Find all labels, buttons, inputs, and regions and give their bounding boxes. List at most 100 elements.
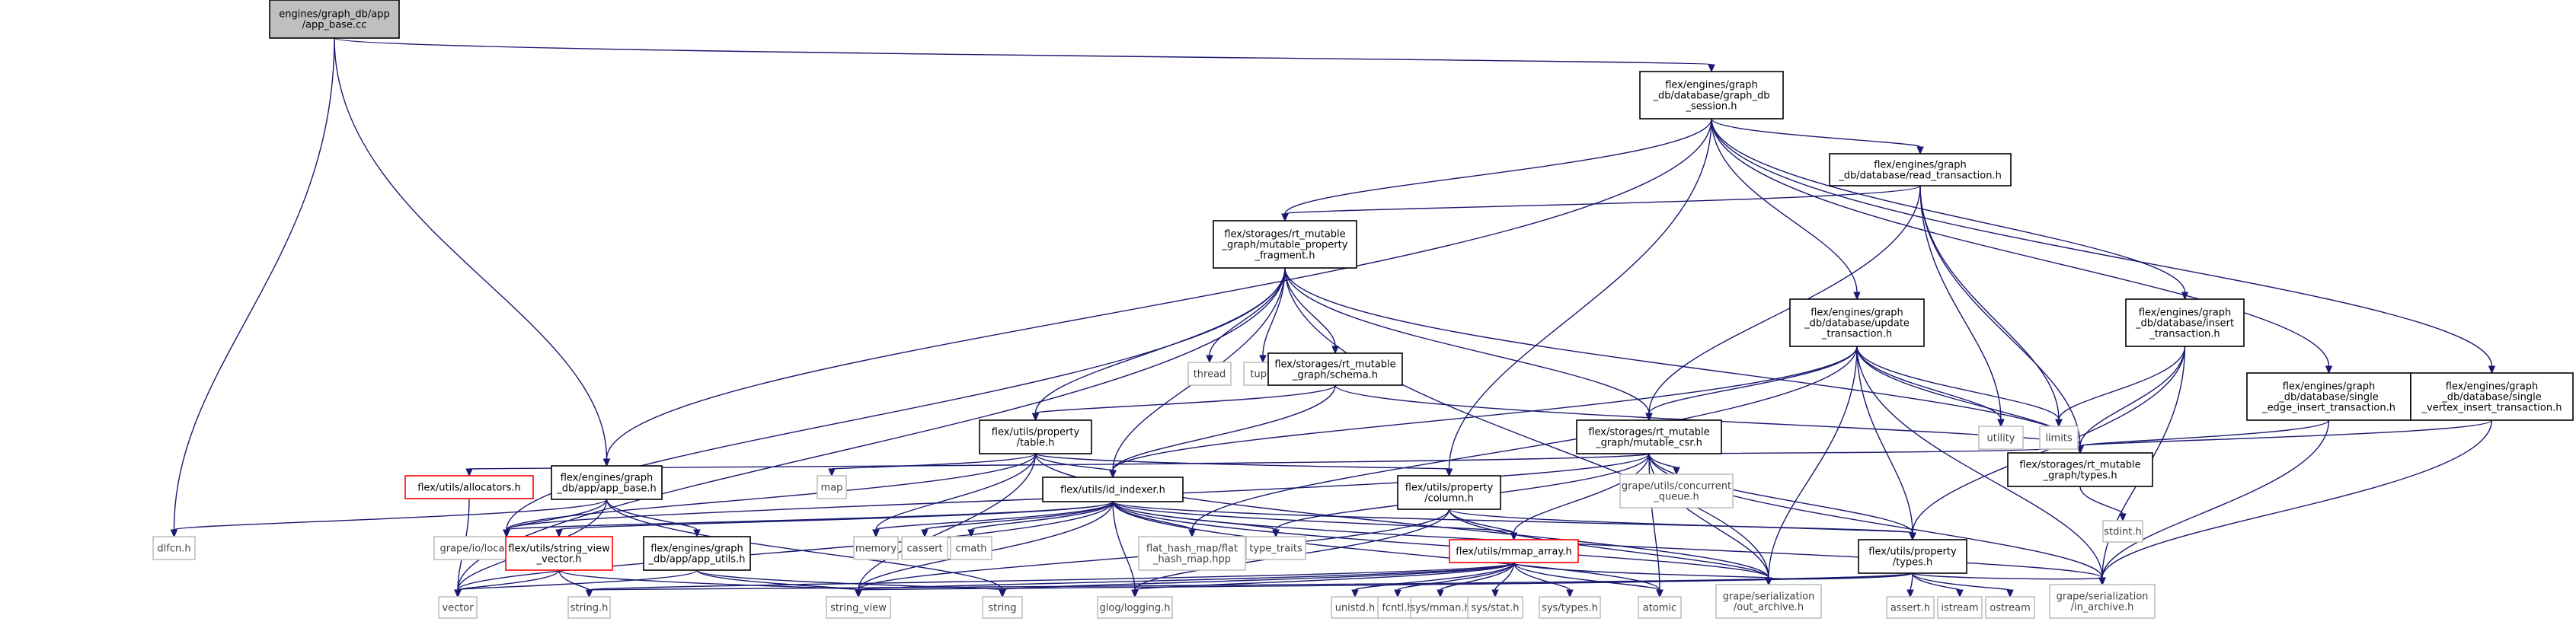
node-dlfcn[interactable]: dlfcn.h <box>152 536 196 560</box>
edge-ptypes-to-in_archive <box>1912 572 2106 586</box>
node-ostream[interactable]: ostream <box>1985 596 2035 619</box>
node-box <box>2049 584 2156 619</box>
node-limits[interactable]: limits <box>2039 426 2079 450</box>
node-label-line: flex/engines/graph <box>561 473 654 484</box>
node-schema[interactable]: flex/storages/rt_mutable_graph/schema.h <box>1267 352 1403 386</box>
node-insert_tx[interactable]: flex/engines/graph_db/database/insert_tr… <box>2125 298 2245 347</box>
node-ptypes[interactable]: flex/utils/property/types.h <box>1858 539 1967 574</box>
node-label-line: engines/graph_db/app <box>279 9 389 21</box>
edge-app_base_h-to-dlfcn <box>170 499 608 538</box>
node-edge_tx[interactable]: flex/engines/graph_db/database/single_ed… <box>2246 372 2411 421</box>
node-session[interactable]: flex/engines/graph_db/database/graph_db_… <box>1639 71 1784 120</box>
node-label-line: _fragment.h <box>1254 250 1315 262</box>
node-box <box>826 596 891 619</box>
node-flat_hash[interactable]: flat_hash_map/flat_hash_map.hpp <box>1138 536 1246 571</box>
node-label-line: flex/engines/graph <box>1811 308 1903 319</box>
node-column[interactable]: flex/utils/property/column.h <box>1397 475 1501 510</box>
edge-mmap-to-unistd <box>1351 562 1515 598</box>
node-concurrent[interactable]: grape/utils/concurrent_queue.h <box>1619 473 1734 508</box>
node-string_view[interactable]: string_view <box>826 596 891 619</box>
node-label-line: _db/database/single <box>2278 392 2379 403</box>
node-mmap[interactable]: flex/utils/mmap_array.h <box>1449 539 1579 563</box>
edge-vertex_tx-to-types_h <box>2076 419 2493 454</box>
edge-root-to-dlfcn <box>170 37 335 538</box>
node-thread[interactable]: thread <box>1187 362 1232 386</box>
edge-ptypes-to-string_view <box>855 572 1913 598</box>
node-out_archive[interactable]: grape/serialization/out_archive.h <box>1715 584 1822 619</box>
node-label-line: cmath <box>955 544 986 555</box>
node-unistd[interactable]: unistd.h <box>1331 596 1379 619</box>
node-box <box>1576 419 1722 454</box>
edge-csr-to-allocators <box>465 453 1650 477</box>
node-label-line: _db/database/single <box>2441 392 2542 403</box>
node-label-line: /out_archive.h <box>1734 602 1804 614</box>
node-app_utils[interactable]: flex/engines/graph_db/app/app_utils.h <box>643 536 751 571</box>
node-label-line: flex/storages/rt_mutable <box>1224 229 1345 241</box>
node-box <box>2246 372 2411 421</box>
node-label-line: string.h <box>570 603 609 614</box>
edge-mpf-to-schema <box>1284 267 1339 355</box>
node-box <box>567 596 611 619</box>
edge-ptable-to-column <box>1034 453 1453 477</box>
node-cmath[interactable]: cmath <box>950 536 992 560</box>
node-glog[interactable]: glog/logging.h <box>1097 596 1173 619</box>
node-label-line: flex/storages/rt_mutable <box>1274 359 1395 371</box>
node-types_h[interactable]: flex/storages/rt_mutable_graph/types.h <box>2007 452 2153 487</box>
node-cassert[interactable]: cassert <box>901 536 948 560</box>
node-sysstat[interactable]: sys/stat.h <box>1467 596 1523 619</box>
node-label-line: _graph/types.h <box>2042 470 2117 482</box>
node-vertex_tx[interactable]: flex/engines/graph_db/database/single_ve… <box>2410 372 2574 421</box>
node-type_traits[interactable]: type_traits <box>1245 536 1306 560</box>
node-memory[interactable]: memory <box>853 536 899 560</box>
edge-ptypes-to-istream <box>1912 572 1964 598</box>
node-string_view_vector[interactable]: flex/utils/string_view_vector.h <box>505 536 613 571</box>
node-map[interactable]: map <box>817 475 847 499</box>
node-allocators[interactable]: flex/utils/allocators.h <box>404 475 534 499</box>
node-csr[interactable]: flex/storages/rt_mutable_graph/mutable_c… <box>1576 419 1722 454</box>
node-istream[interactable]: istream <box>1937 596 1983 619</box>
edge-read_tx-to-mpf <box>1281 185 1921 222</box>
node-box <box>2410 372 2574 421</box>
node-string_h[interactable]: string.h <box>567 596 611 619</box>
node-label-line: _graph/mutable_property <box>1222 240 1348 251</box>
edge-mpf-to-csr <box>1284 267 1653 422</box>
node-box <box>1619 473 1734 508</box>
edge-column-to-mmap <box>1448 508 1518 541</box>
edge-update_tx-to-out_archive <box>1765 346 1858 586</box>
node-box <box>505 536 613 571</box>
node-label-line: unistd.h <box>1335 603 1376 614</box>
node-label-line: glog/logging.h <box>1100 603 1171 614</box>
edge-read_tx-to-utility <box>1919 185 2005 428</box>
edge-root-to-session <box>334 37 1715 73</box>
node-box <box>1985 596 2035 619</box>
node-systypes[interactable]: sys/types.h <box>1539 596 1601 619</box>
node-string[interactable]: string <box>982 596 1023 619</box>
node-update_tx[interactable]: flex/engines/graph_db/database/update_tr… <box>1789 298 1925 347</box>
node-ptable[interactable]: flex/utils/property/table.h <box>979 419 1092 454</box>
edge-session-to-mpf <box>1281 118 1712 222</box>
node-label-line: /types.h <box>1893 557 1933 569</box>
node-atomic[interactable]: atomic <box>1638 596 1682 619</box>
node-box <box>1715 584 1822 619</box>
node-sysmman[interactable]: sys/mman.h <box>1410 596 1471 619</box>
node-utility[interactable]: utility <box>1978 426 2024 450</box>
node-root[interactable]: engines/graph_db/app/app_base.cc <box>269 0 400 39</box>
node-id_indexer[interactable]: flex/utils/id_indexer.h <box>1042 477 1184 502</box>
edge-app_utils-to-vector <box>454 569 698 598</box>
node-box <box>1397 475 1501 510</box>
node-mpf[interactable]: flex/storages/rt_mutable_graph/mutable_p… <box>1213 220 1357 269</box>
node-asserth[interactable]: assert.h <box>1886 596 1935 619</box>
edge-ptypes-to-ostream <box>1912 572 2014 598</box>
node-label-line: sys/stat.h <box>1472 603 1520 614</box>
node-read_tx[interactable]: flex/engines/graph_db/database/read_tran… <box>1829 153 2012 186</box>
node-label-line: istream <box>1941 603 1978 614</box>
node-in_archive[interactable]: grape/serialization/in_archive.h <box>2049 584 2156 619</box>
node-label-line: flat_hash_map/flat <box>1146 544 1238 555</box>
node-app_base_h[interactable]: flex/engines/graph_db/app/app_base.h <box>551 465 663 500</box>
node-label-line: flex/utils/property <box>1405 483 1494 494</box>
node-stdint[interactable]: stdint.h <box>2102 520 2143 543</box>
node-vector[interactable]: vector <box>438 596 478 619</box>
node-label-line: utility <box>1987 433 2015 445</box>
node-label-line: _db/database/update <box>1804 318 1910 330</box>
edge-insert_tx-to-types_h <box>2076 346 2186 454</box>
